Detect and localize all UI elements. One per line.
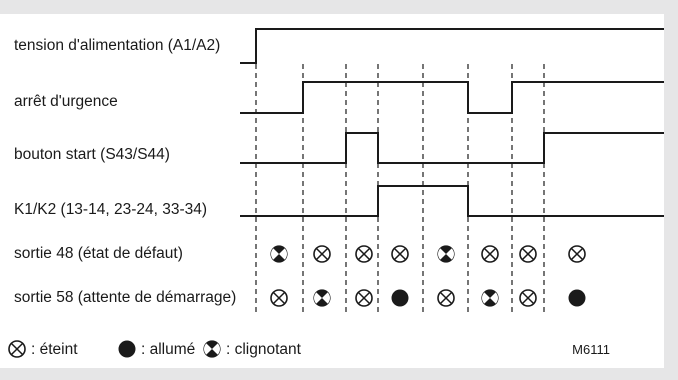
state-icon-out48-3-off [355, 245, 373, 263]
wedge-right [322, 292, 330, 304]
signal-label-start: bouton start (S43/S44) [14, 146, 170, 163]
state-icon-out58-4-on [391, 289, 409, 307]
wedge-left [204, 343, 212, 355]
wedge-left [314, 292, 322, 304]
cross-line [439, 291, 453, 305]
wedge-left [438, 248, 446, 260]
waveform-k1k2 [240, 185, 664, 217]
cross-line [521, 247, 535, 261]
state-icon-out48-1-blink [270, 245, 288, 263]
signal-label-supply: tension d'alimentation (A1/A2) [14, 37, 220, 54]
cross-line [315, 247, 329, 261]
legend-on-icon [118, 340, 136, 358]
legend-off-icon [8, 340, 26, 358]
state-icon-out48-4-off [391, 245, 409, 263]
cross-line [483, 247, 497, 261]
cross-line [357, 247, 371, 261]
cross-line [393, 247, 407, 261]
state-icon-out58-2-blink [313, 289, 331, 307]
cross-line [272, 291, 286, 305]
output-label-58: sortie 58 (attente de démarrage) [14, 289, 236, 306]
state-icon-out48-8-off [568, 245, 586, 263]
wedge-right [446, 248, 454, 260]
legend-on-label: : allumé [141, 341, 195, 358]
state-icon-out48-6-off [481, 245, 499, 263]
wedge-right [279, 248, 287, 260]
diagram-panel [0, 14, 664, 368]
legend-blink-icon [203, 340, 221, 358]
wedge-right [212, 343, 220, 355]
state-icon-out58-3-off [355, 289, 373, 307]
signal-label-emergency: arrêt d'urgence [14, 93, 118, 110]
wedge-right [490, 292, 498, 304]
cross-line [357, 291, 371, 305]
legend-off-label: : éteint [31, 341, 78, 358]
cross-line [10, 342, 24, 356]
state-icon-out48-7-off [519, 245, 537, 263]
state-icon-out58-8-on [568, 289, 586, 307]
cross-line [570, 247, 584, 261]
wedge-left [271, 248, 279, 260]
waveform-supply [240, 28, 664, 64]
wedge-left [482, 292, 490, 304]
state-icon-out58-5-off [437, 289, 455, 307]
output-label-48: sortie 48 (état de défaut) [14, 245, 183, 262]
state-icon-out48-2-off [313, 245, 331, 263]
state-icon-out58-1-off [270, 289, 288, 307]
state-icon-out48-5-blink [437, 245, 455, 263]
state-icon-out58-6-blink [481, 289, 499, 307]
state-icon-out58-7-off [519, 289, 537, 307]
cross-line [521, 291, 535, 305]
diagram-code: M6111 [572, 342, 610, 357]
signal-label-k1k2: K1/K2 (13-14, 23-24, 33-34) [14, 201, 207, 218]
legend-blink-label: : clignotant [226, 341, 302, 358]
